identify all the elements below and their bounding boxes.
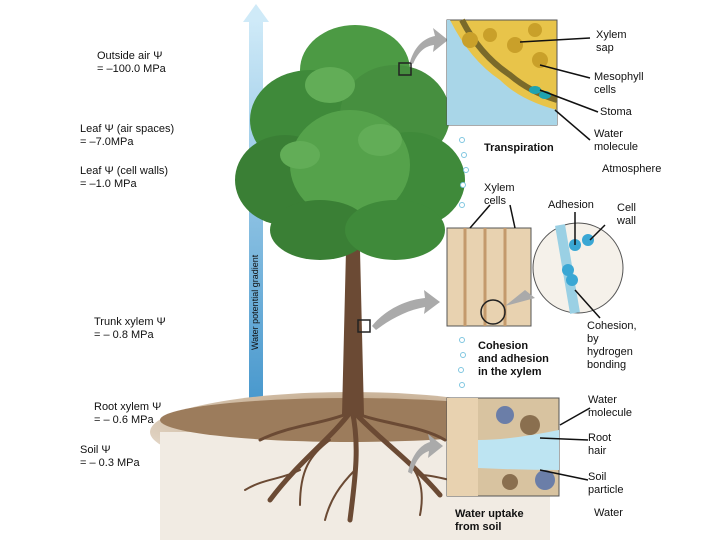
water-potential-gradient-label: Water potential gradient [250,254,260,350]
leaf-air-spaces-label: Leaf Ψ (air spaces) = –7.0MPa [80,123,175,148]
root-xylem-label: Root xylem Ψ = – 0.6 MPa [94,401,162,426]
transpiration-label: Transpiration [484,142,554,154]
stoma-label: Stoma [600,106,632,118]
water-molecule-top-label: Water molecule [594,128,639,153]
zoom-arrows [372,28,448,474]
soil-particle-label: Soil particle [588,471,624,496]
cohesion-adhesion-label: Cohesion and adhesion in the xylem [478,340,549,378]
trunk-xylem-label: Trunk xylem Ψ = – 0.8 MPa [94,316,166,341]
root-hair-label: Root hair [588,432,612,457]
xylem-inset [446,227,532,327]
mesophyll-cells-label: Mesophyll cells [594,71,644,96]
tree-roots [244,407,471,523]
trunk-marker-box [357,319,371,333]
soil-label: Soil Ψ = – 0.3 MPa [80,444,140,469]
atmosphere-label: Atmosphere [602,163,662,175]
root-inset [446,397,560,497]
xylem-cells-label: Xylem cells [484,182,515,207]
tree-trunk [330,190,378,415]
tree-foliage [235,25,465,260]
leaf-inset [446,18,558,126]
xylem-sap-label: Xylem sap [596,29,627,54]
leaf-marker-box [398,62,412,76]
cell-wall-label: Cell wall [617,202,636,227]
magnify-pointer [505,290,535,306]
water-uptake-label: Water uptake from soil [455,508,524,533]
water-label: Water [594,507,623,519]
cohesion-hydrogen-bonding-label: Cohesion, by hydrogen bonding [587,320,637,371]
adhesion-label: Adhesion [548,199,594,211]
cell-wall-magnified-circle [532,222,624,314]
outside-air-label: Outside air Ψ = –100.0 MPa [97,50,166,75]
water-droplet-column [458,137,469,388]
leaf-cell-walls-label: Leaf Ψ (cell walls) = –1.0 MPa [80,165,169,190]
leader-lines [469,37,606,481]
water-molecule-bottom-label: Water molecule [588,394,633,419]
